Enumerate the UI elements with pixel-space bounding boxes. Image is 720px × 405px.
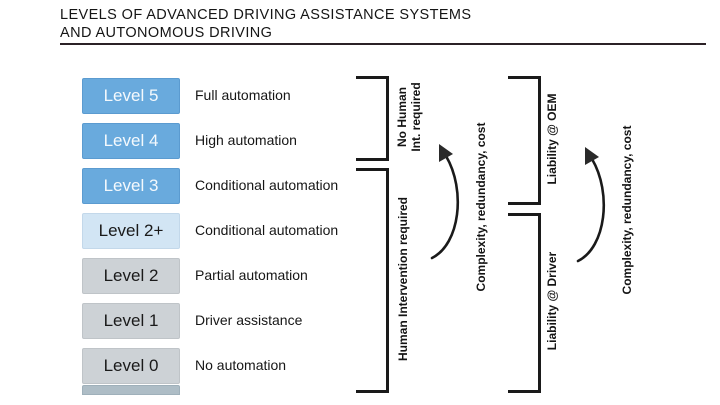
level-5-label: Level 5 bbox=[103, 86, 159, 105]
human-intervention-label: Human Intervention required bbox=[396, 196, 410, 362]
page-title: LEVELS OF ADVANCED DRIVING ASSISTANCE SY… bbox=[60, 6, 471, 42]
level-1-description: Driver assistance bbox=[195, 312, 303, 328]
level-2plus-box: Level 2+ bbox=[82, 213, 180, 249]
level-5-box: Level 5 bbox=[82, 78, 180, 114]
level-4-box: Level 4 bbox=[82, 123, 180, 159]
level-0-box: Level 0 bbox=[82, 348, 180, 384]
liability-driver-label: Liability @ Driver bbox=[545, 251, 559, 351]
level-2plus-label: Level 2+ bbox=[98, 221, 164, 240]
level-3-label: Level 3 bbox=[103, 176, 159, 195]
bracket-liability-oem bbox=[508, 76, 541, 205]
page-title-line-2: AND AUTONOMOUS DRIVING bbox=[60, 25, 273, 41]
no-human-intervention-label-line-1: No Human bbox=[395, 87, 409, 147]
level-5-description: Full automation bbox=[195, 87, 291, 103]
no-human-intervention-label: No Human Int. required bbox=[395, 82, 423, 151]
title-underline bbox=[60, 43, 706, 45]
bracket-human-intervention bbox=[356, 168, 389, 393]
level-2-label: Level 2 bbox=[103, 266, 159, 285]
complexity-arrow-left-icon bbox=[430, 144, 460, 260]
complexity-right-label: Complexity, redundancy, cost bbox=[620, 125, 634, 295]
no-human-intervention-label-line-2: Int. required bbox=[409, 82, 423, 152]
level-2-box: Level 2 bbox=[82, 258, 180, 294]
level-4-description: High automation bbox=[195, 132, 297, 148]
cropped-next-box bbox=[82, 385, 180, 395]
level-2plus-description: Conditional automation bbox=[195, 222, 339, 238]
level-1-label: Level 1 bbox=[103, 311, 159, 330]
complexity-arrow-right-icon bbox=[576, 147, 606, 263]
level-0-description: No automation bbox=[195, 357, 287, 373]
level-2-description: Partial automation bbox=[195, 267, 308, 283]
level-3-description: Conditional automation bbox=[195, 177, 339, 193]
page-title-line-1: LEVELS OF ADVANCED DRIVING ASSISTANCE SY… bbox=[60, 7, 472, 23]
liability-oem-label: Liability @ OEM bbox=[545, 93, 559, 185]
level-4-label: Level 4 bbox=[103, 131, 159, 150]
bracket-no-human-intervention bbox=[356, 76, 389, 161]
complexity-left-label: Complexity, redundancy, cost bbox=[474, 122, 488, 292]
bracket-liability-driver bbox=[508, 213, 541, 393]
level-3-box: Level 3 bbox=[82, 168, 180, 204]
level-0-label: Level 0 bbox=[103, 356, 159, 375]
level-1-box: Level 1 bbox=[82, 303, 180, 339]
